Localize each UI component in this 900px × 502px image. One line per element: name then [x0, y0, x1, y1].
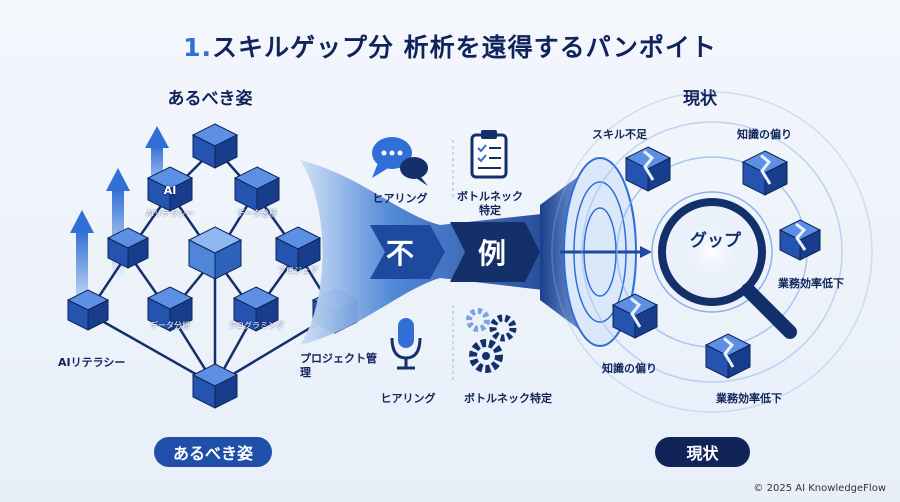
cube-data-analysis-top: データ分析 [237, 209, 277, 218]
label-hearing-bottom: ヒアリング [380, 392, 436, 405]
gears-icon [466, 308, 517, 373]
broken-cube-skill [624, 146, 672, 192]
page-title: 1.スキルゲップ分 析析を遠得するパンポイト [0, 28, 900, 64]
label-bottleneck-bottom: ボトルネック特定 [464, 392, 552, 405]
badge-current-state: 現状 [655, 437, 750, 467]
label-ai-literacy: AIリテラシー [58, 356, 126, 369]
cube-ai-mark: AI [163, 184, 177, 197]
microphone-icon [390, 318, 422, 370]
broken-cube-knowledge-bottom [611, 293, 659, 339]
label-hearing-top: ヒアリング [372, 192, 428, 205]
clipboard-icon [470, 130, 508, 179]
funnel-band [300, 160, 560, 345]
cube-project [274, 226, 322, 272]
cube-ai [146, 166, 194, 212]
broken-cube-knowledge-top-crack [760, 154, 772, 185]
label-efficiency-right: 業務効率低下 [778, 277, 844, 290]
label-bottleneck-top: ボトルネック 特定 [457, 190, 523, 217]
broken-cube-efficiency-bottom-crack [723, 337, 735, 368]
footer-copyright: © 2025 AI KnowledgeFlow [753, 483, 886, 494]
broken-cube-knowledge-bottom-crack [630, 297, 642, 328]
label-skill-shortage: スキル不足 [592, 128, 647, 141]
cube-data-analysis-bottom: データ分析 [150, 321, 190, 330]
gap-center-label: グップ [690, 231, 741, 251]
skill-cubes [66, 123, 359, 409]
broken-cube-efficiency-right-crack [795, 222, 807, 251]
cube-network [106, 227, 150, 269]
broken-cube-efficiency-right [778, 219, 822, 261]
label-knowledge-bias-bottom: 知識の偏り [602, 362, 657, 375]
left-heading: あるべき姿 [167, 89, 253, 109]
cube-programming: プログラミング [228, 321, 284, 330]
label-knowledge-bias-top: 知識の偏り [737, 128, 792, 141]
broken-cubes [611, 146, 822, 379]
funnel-left-glyph: 不 [385, 237, 415, 270]
badge-ideal-state: あるべき姿 [154, 437, 272, 467]
broken-cube-efficiency-bottom [704, 333, 752, 379]
cube-data-top [233, 166, 281, 212]
cube-ai-literacy: AIリテラシー [146, 209, 194, 218]
label-efficiency-bottom: 業務効率低下 [716, 392, 782, 405]
label-project-management: プロジェクト管 理 [300, 352, 377, 379]
cube-programming [232, 286, 280, 332]
cube-data-bottom [146, 286, 194, 332]
broken-cube-skill-crack [643, 150, 655, 181]
cube-top [191, 123, 239, 169]
title-text: スキルゲップ分 析析を遠得するパンポイト [211, 33, 717, 62]
funnel-right-glyph: 例 [477, 237, 507, 270]
cube-center [187, 226, 243, 280]
right-heading: 現状 [683, 89, 717, 109]
cube-project: プロジェア [278, 266, 318, 275]
cube-base [191, 363, 239, 409]
cube-lightbulb [66, 289, 110, 331]
broken-cube-knowledge-top [741, 150, 789, 196]
title-number: 1. [183, 33, 212, 62]
speech-bubble-icon [372, 137, 428, 186]
magnifier-icon [658, 198, 797, 339]
cone [540, 157, 652, 347]
